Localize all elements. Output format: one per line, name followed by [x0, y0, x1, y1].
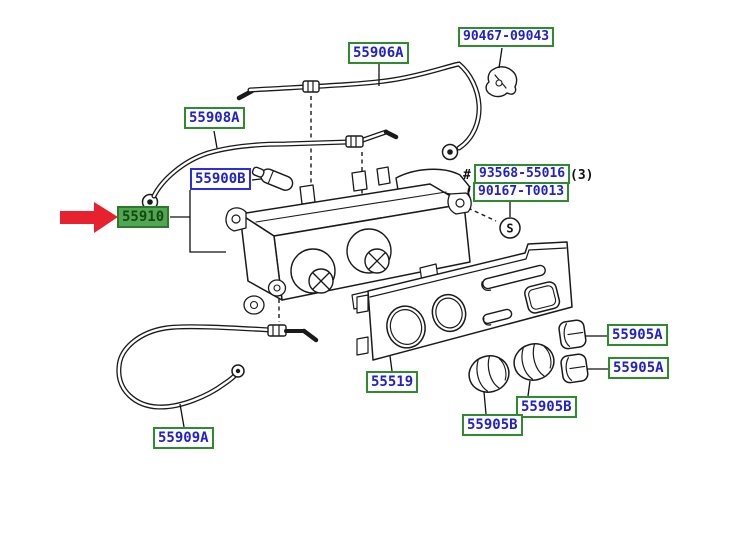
part-label-55905a-top[interactable]: 55905A	[607, 324, 668, 346]
part-label-55908a[interactable]: 55908A	[184, 107, 245, 129]
svg-text:S: S	[506, 222, 513, 236]
quantity-note: (3)	[570, 168, 594, 183]
leader-lines	[170, 47, 608, 428]
cable-55908a-art	[141, 129, 399, 211]
part-label-93568-55016[interactable]: 93568-55016	[474, 164, 571, 184]
clamp-90467-art	[485, 66, 518, 98]
part-label-55519[interactable]: 55519	[366, 371, 419, 393]
cable-55909a-art	[116, 324, 319, 410]
part-label-90467-09043[interactable]: 90467-09043	[458, 27, 555, 47]
part-label-55909a[interactable]: 55909A	[153, 427, 214, 449]
button-55905a-top-art	[558, 319, 587, 350]
part-label-55905a-bottom[interactable]: 55905A	[608, 357, 669, 379]
paren-mark: (	[465, 185, 473, 200]
part-label-90167-t0013[interactable]: 90167-T0013	[473, 182, 570, 202]
highlight-arrow-icon	[60, 202, 118, 233]
screw-symbol: S	[499, 217, 521, 239]
part-label-55905b-left[interactable]: 55905B	[462, 414, 523, 436]
control-assembly-55910-art	[225, 166, 472, 315]
part-label-55906a[interactable]: 55906A	[348, 42, 409, 64]
part-label-55910-highlighted[interactable]: 55910	[117, 206, 170, 228]
cable-55906a-art	[236, 61, 482, 161]
knob-55905b-left-art	[468, 355, 510, 393]
faceplate-55519-art	[356, 241, 573, 361]
part-label-55905b-right[interactable]: 55905B	[516, 396, 577, 418]
button-55905a-bottom-art	[560, 353, 589, 384]
part-label-55900b[interactable]: 55900B	[190, 168, 251, 190]
hash-mark: #	[463, 168, 471, 183]
bulb-55900b-art	[251, 166, 294, 191]
knob-55905b-right-art	[513, 343, 555, 381]
